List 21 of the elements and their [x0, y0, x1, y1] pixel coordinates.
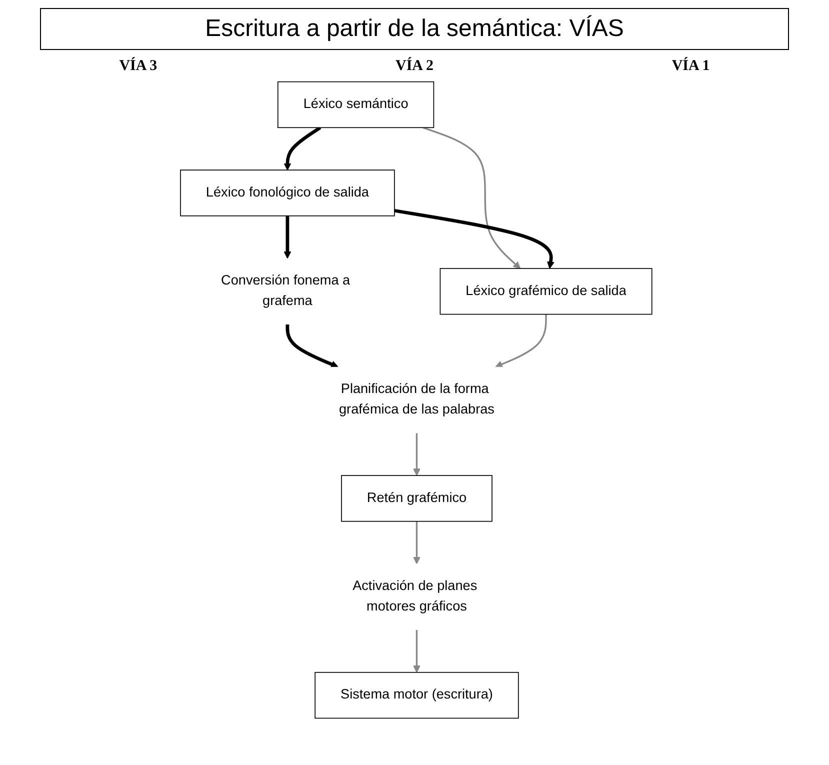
arrow	[422, 126, 521, 269]
node-box: Léxico semántico	[277, 81, 434, 128]
node-text: Planificación de la forma grafémica de las palabras	[339, 382, 494, 417]
node-box: Léxico grafémico de salida	[440, 268, 652, 315]
path-label: VÍA 2	[396, 58, 434, 75]
node-text: Activación de planes motores gráficos	[352, 579, 478, 614]
arrow	[284, 126, 322, 170]
arrow	[286, 324, 338, 368]
path-label: VÍA 3	[119, 58, 158, 75]
path-label: VÍA 1	[672, 58, 710, 75]
node-box: Léxico fonológico de salida	[180, 170, 395, 216]
node-text: Conversión fonema a grafema	[221, 274, 350, 308]
arrow	[394, 208, 554, 269]
node-box: Sistema motor (escritura)	[314, 672, 519, 719]
diagram-title: Escritura a partir de la semántica: VÍAS	[40, 8, 789, 50]
arrow	[284, 216, 292, 259]
arrow	[495, 314, 547, 368]
arrow	[413, 521, 420, 564]
arrow	[413, 630, 420, 673]
node-box: Retén grafémico	[341, 475, 492, 522]
arrow	[413, 433, 420, 476]
